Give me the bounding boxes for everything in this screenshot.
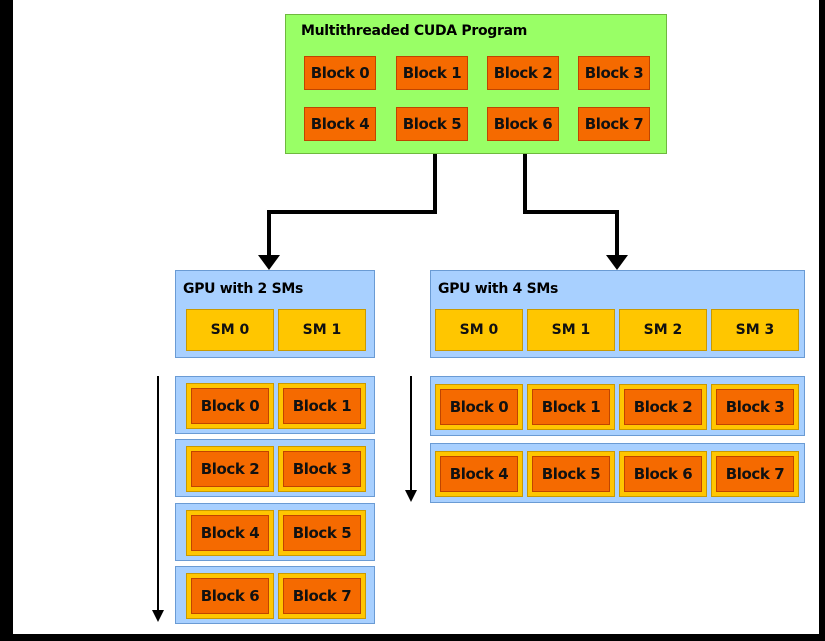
arrow-to-gpu2 bbox=[267, 153, 437, 262]
program-block: Block 6 bbox=[487, 107, 559, 141]
gpu2-row: Block 4 Block 5 bbox=[175, 503, 375, 561]
arrowhead-gpu2 bbox=[258, 255, 280, 270]
program-block: Block 4 bbox=[304, 107, 376, 141]
gpu4-sm: SM 1 bbox=[527, 309, 615, 351]
gpu2-block: Block 7 bbox=[283, 578, 361, 614]
gpu4-block: Block 6 bbox=[624, 456, 702, 492]
arrowhead-gpu4 bbox=[606, 255, 628, 270]
gpu-2sm-box: GPU with 2 SMs SM 0 SM 1 bbox=[175, 270, 375, 358]
gpu2-sm: SM 1 bbox=[278, 309, 366, 351]
program-block: Block 7 bbox=[578, 107, 650, 141]
gpu4-block: Block 2 bbox=[624, 389, 702, 425]
gpu-4sm-box: GPU with 4 SMs SM 0 SM 1 SM 2 SM 3 bbox=[430, 270, 805, 358]
program-block: Block 5 bbox=[396, 107, 468, 141]
gpu2-row: Block 6 Block 7 bbox=[175, 566, 375, 624]
gpu4-block: Block 0 bbox=[440, 389, 518, 425]
program-block: Block 0 bbox=[304, 56, 376, 90]
gpu2-row: Block 2 Block 3 bbox=[175, 439, 375, 497]
gpu4-block: Block 7 bbox=[716, 456, 794, 492]
gpu2-block: Block 6 bbox=[191, 578, 269, 614]
program-block: Block 3 bbox=[578, 56, 650, 90]
program-block: Block 1 bbox=[396, 56, 468, 90]
gpu4-block: Block 1 bbox=[532, 389, 610, 425]
gpu4-sm: SM 3 bbox=[711, 309, 799, 351]
gpu2-block: Block 1 bbox=[283, 388, 361, 424]
diagram-canvas: Multithreaded CUDA Program Block 0 Block… bbox=[13, 0, 819, 634]
time-arrowhead-gpu2 bbox=[152, 610, 164, 622]
gpu4-row: Block 0 Block 1 Block 2 Block 3 bbox=[430, 376, 805, 436]
gpu4-row: Block 4 Block 5 Block 6 Block 7 bbox=[430, 443, 805, 503]
gpu4-sm: SM 2 bbox=[619, 309, 707, 351]
gpu-2sm-title: GPU with 2 SMs bbox=[183, 281, 304, 297]
gpu4-sm: SM 0 bbox=[435, 309, 523, 351]
time-arrowhead-gpu4 bbox=[405, 490, 417, 502]
gpu4-block: Block 4 bbox=[440, 456, 518, 492]
gpu-4sm-title: GPU with 4 SMs bbox=[438, 281, 559, 297]
cuda-program-title: Multithreaded CUDA Program bbox=[301, 23, 528, 39]
arrow-to-gpu4 bbox=[523, 153, 619, 262]
connector-arrows bbox=[152, 153, 628, 622]
gpu2-block: Block 3 bbox=[283, 451, 361, 487]
gpu4-block: Block 3 bbox=[716, 389, 794, 425]
cuda-program-box: Multithreaded CUDA Program Block 0 Block… bbox=[285, 14, 667, 154]
gpu2-block: Block 4 bbox=[191, 515, 269, 551]
gpu2-block: Block 2 bbox=[191, 451, 269, 487]
gpu2-sm: SM 0 bbox=[186, 309, 274, 351]
gpu2-row: Block 0 Block 1 bbox=[175, 376, 375, 434]
program-block: Block 2 bbox=[487, 56, 559, 90]
gpu2-block: Block 0 bbox=[191, 388, 269, 424]
gpu2-block: Block 5 bbox=[283, 515, 361, 551]
gpu4-block: Block 5 bbox=[532, 456, 610, 492]
